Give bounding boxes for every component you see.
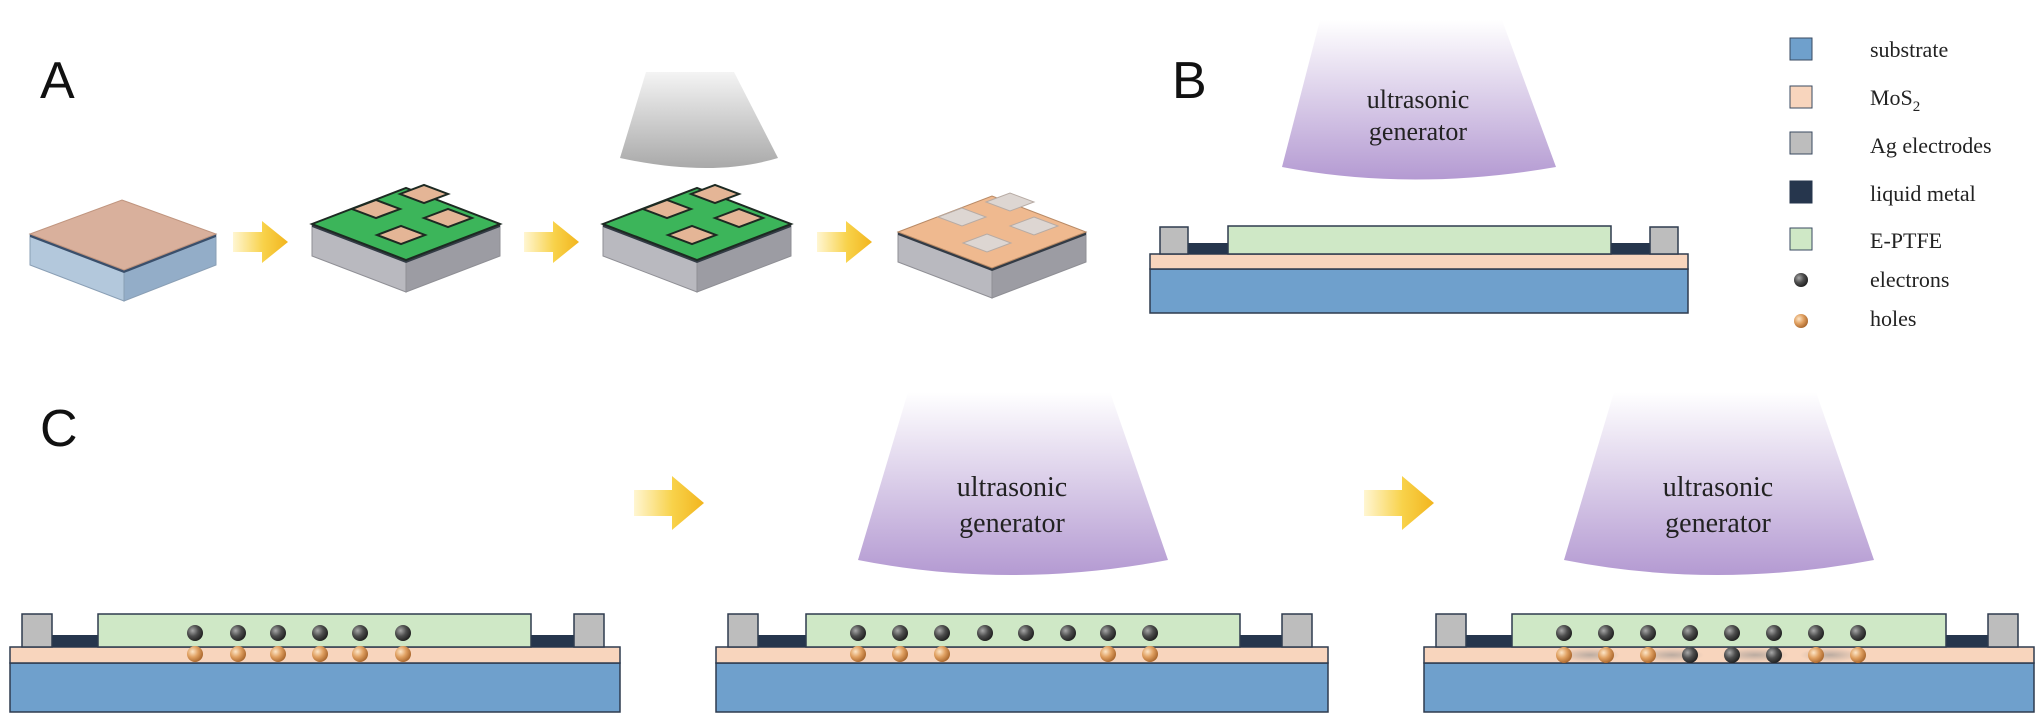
electron-dot-icon [1724, 625, 1740, 641]
hole-dot-icon [1556, 647, 1572, 663]
legend-label: liquid metal [1870, 181, 1976, 206]
hole-dot-icon [850, 646, 866, 662]
arrow-right-icon [634, 476, 704, 530]
electron-dot-icon [1100, 625, 1116, 641]
masked-block-2 [600, 183, 794, 293]
electron-dot-icon [1018, 625, 1034, 641]
legend-item-e-ptfe: E-PTFE [1789, 227, 1942, 253]
hole-dot-icon [1808, 647, 1824, 663]
hole-dot-icon [1794, 314, 1808, 328]
legend-label-main: MoS [1870, 85, 1913, 110]
legend-label: electrons [1870, 267, 1949, 292]
electron-dot-icon [1598, 625, 1614, 641]
electron-dot-icon [977, 625, 993, 641]
legend-item-substrate: substrate [1789, 37, 1948, 62]
legend-label: MoS2 [1870, 85, 1920, 115]
electron-dot-icon [1142, 625, 1158, 641]
arrow-right-icon [524, 221, 579, 263]
ultrasonic-generator-icon: ultrasonic generator [858, 392, 1168, 575]
legend: substrate MoS2 Ag electrodes liquid meta… [1789, 37, 1992, 331]
panel-b-label: B [1172, 52, 1207, 110]
electron-dot-icon [1060, 625, 1076, 641]
electron-dot-icon [892, 625, 908, 641]
legend-item-mos2: MoS2 [1789, 85, 1920, 115]
electron-dot-icon [934, 625, 950, 641]
electron-dot-icon [1766, 647, 1782, 663]
ultrasonic-generator-icon [620, 72, 778, 168]
electron-dot-icon [395, 625, 411, 641]
electron-dot-icon [1850, 625, 1866, 641]
electron-dot-icon [312, 625, 328, 641]
electron-dot-icon [1640, 625, 1656, 641]
legend-label: Ag electrodes [1870, 133, 1992, 158]
legend-item-ag-electrodes: Ag electrodes [1789, 131, 1992, 158]
device-cross-section-c3 [1423, 613, 2035, 713]
electron-row [1556, 625, 1866, 641]
substrate-block-1 [28, 199, 218, 302]
electron-row [187, 625, 411, 641]
generator-label-line1: ultrasonic [957, 472, 1067, 503]
masked-block-1 [309, 183, 503, 293]
device-cross-section-c1 [9, 613, 621, 713]
generator-label-line1: ultrasonic [1367, 85, 1470, 114]
electron-dot-icon [1794, 273, 1808, 287]
hole-dot-icon [1640, 647, 1656, 663]
legend-label-subscript: 2 [1913, 99, 1921, 115]
legend-item-holes: holes [1794, 306, 1916, 331]
ultrasonic-generator-icon: ultrasonic generator [1282, 20, 1556, 180]
hole-dot-icon [187, 646, 203, 662]
hole-dot-icon [312, 646, 328, 662]
electron-dot-icon [1766, 625, 1782, 641]
hole-dot-icon [230, 646, 246, 662]
patterned-block [896, 192, 1088, 299]
arrow-right-icon [1364, 476, 1434, 530]
hole-dot-icon [1598, 647, 1614, 663]
legend-item-liquid-metal: liquid metal [1789, 180, 1976, 206]
panel-a-label: A [40, 52, 75, 110]
arrow-right-icon [233, 221, 288, 263]
legend-item-electrons: electrons [1794, 267, 1949, 292]
legend-label: E-PTFE [1870, 228, 1942, 253]
hole-dot-icon [892, 646, 908, 662]
hole-dot-icon [270, 646, 286, 662]
electron-dot-icon [1682, 647, 1698, 663]
panel-c-label: C [40, 400, 78, 458]
hole-dot-icon [1142, 646, 1158, 662]
hole-dot-icon [1100, 646, 1116, 662]
electron-dot-icon [187, 625, 203, 641]
hole-dot-icon [395, 646, 411, 662]
generator-label-line2: generator [959, 508, 1065, 539]
hole-row [850, 646, 1158, 662]
ultrasonic-generator-icon: ultrasonic generator [1564, 392, 1874, 575]
hole-row [187, 646, 411, 662]
electron-dot-icon [850, 625, 866, 641]
electron-dot-icon [1808, 625, 1824, 641]
hole-dot-icon [352, 646, 368, 662]
device-cross-section-c2 [715, 613, 1329, 713]
electron-dot-icon [1682, 625, 1698, 641]
mixed-carrier-row [1556, 647, 1866, 663]
electron-row [850, 625, 1158, 641]
electron-dot-icon [230, 625, 246, 641]
electron-dot-icon [1556, 625, 1572, 641]
electron-dot-icon [1724, 647, 1740, 663]
generator-label-line2: generator [1665, 508, 1771, 539]
electron-dot-icon [352, 625, 368, 641]
legend-label: substrate [1870, 37, 1948, 62]
arrow-right-icon [817, 221, 872, 263]
legend-label: holes [1870, 306, 1916, 331]
electron-dot-icon [270, 625, 286, 641]
device-cross-section-b [1149, 225, 1689, 314]
hole-dot-icon [1850, 647, 1866, 663]
hole-dot-icon [934, 646, 950, 662]
generator-label-line1: ultrasonic [1663, 472, 1773, 503]
generator-label-line2: generator [1369, 117, 1468, 146]
